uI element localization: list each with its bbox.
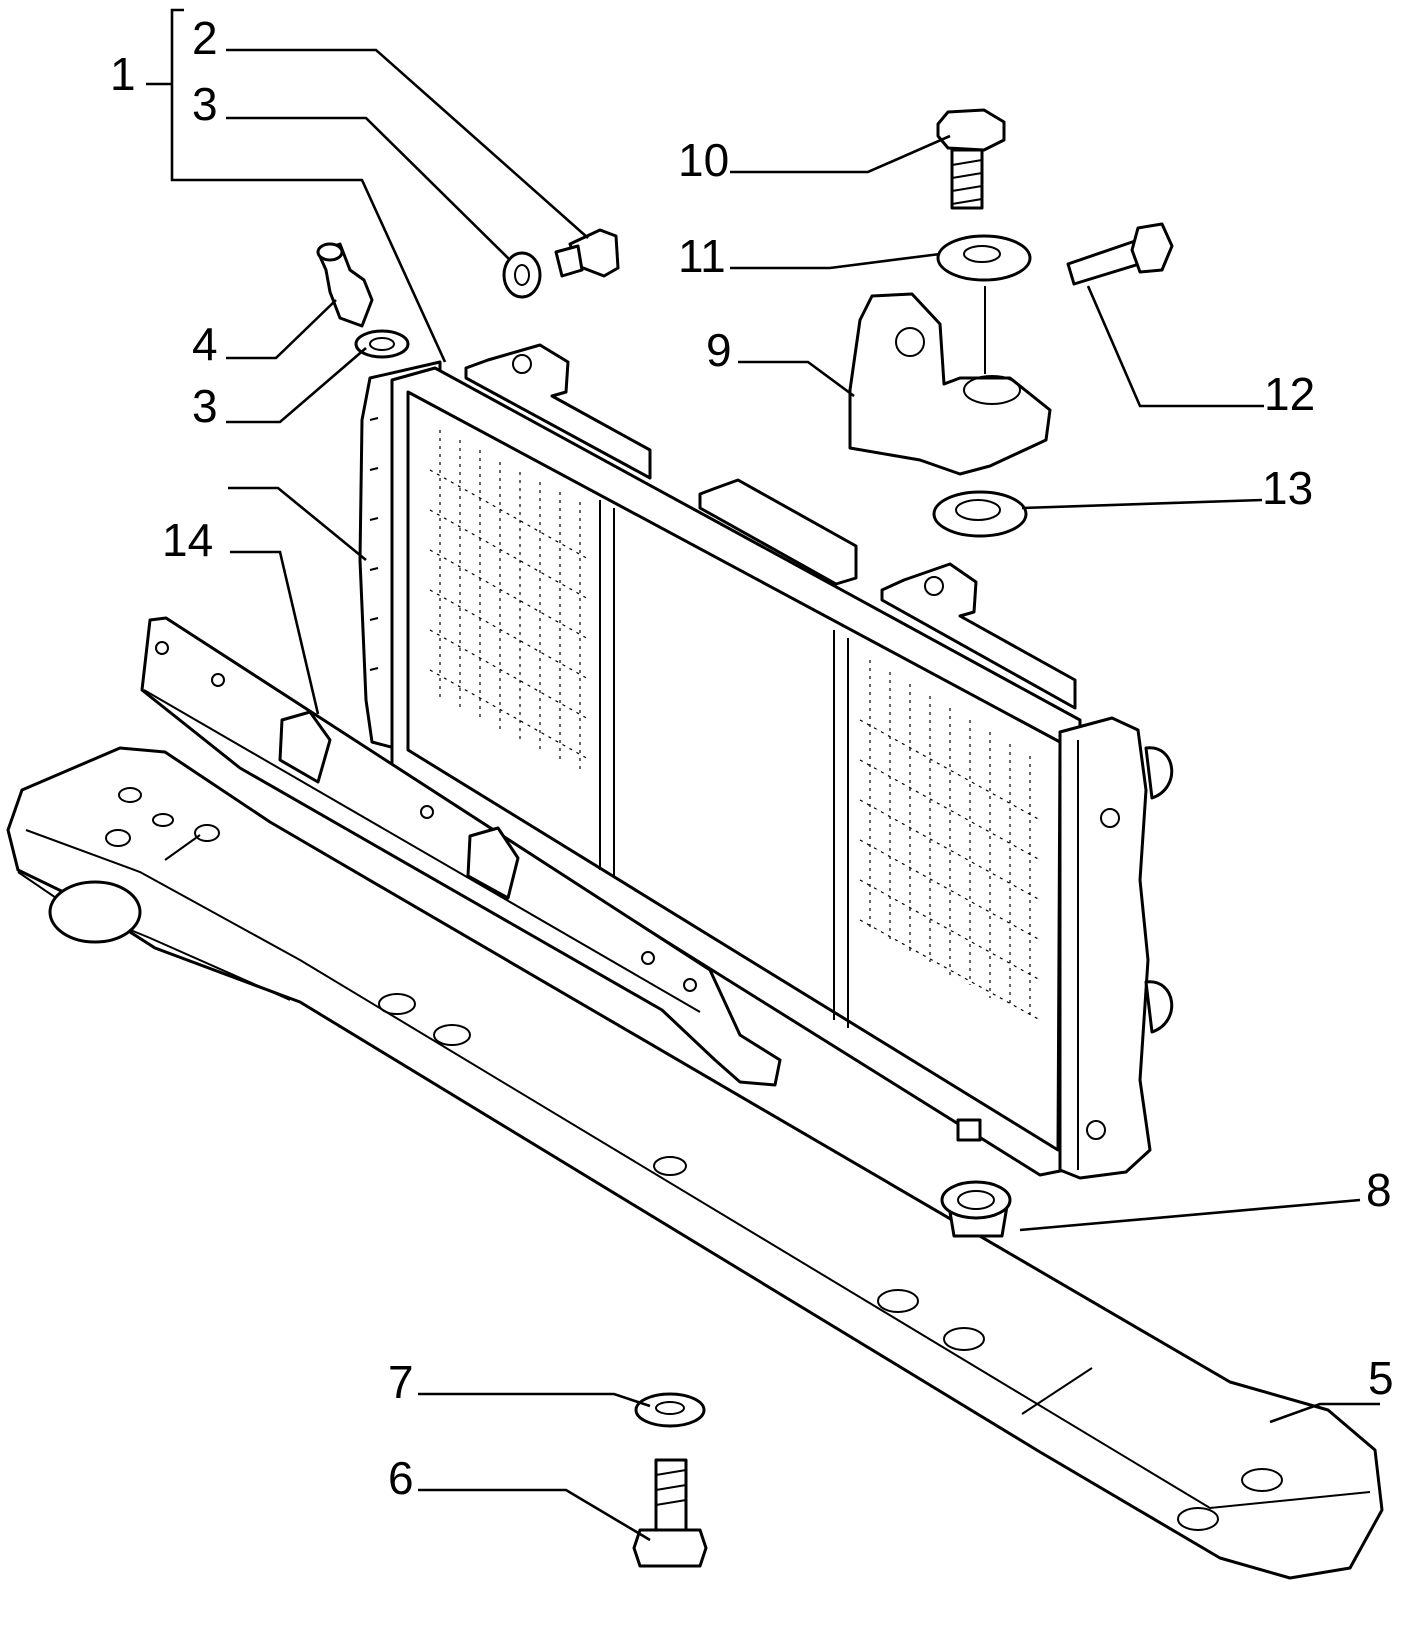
callout-14: 14 [162, 514, 213, 566]
washer-upper [502, 251, 542, 299]
callout-13: 13 [1262, 462, 1313, 514]
callout-2: 2 [192, 12, 218, 64]
callout-5: 5 [1368, 1352, 1394, 1404]
callout-9: 9 [706, 324, 732, 376]
bolt-side [1066, 222, 1174, 286]
radiator [358, 343, 1174, 1180]
callout-1: 1 [110, 48, 136, 100]
washer-lower [354, 329, 410, 359]
lock-washer [634, 1392, 706, 1428]
washer-11 [936, 234, 1032, 282]
callout-4: 4 [192, 318, 218, 370]
callout-labels: 1 2 3 3 4 5 6 7 8 9 10 11 12 13 14 [110, 12, 1394, 1504]
callout-7: 7 [388, 1356, 414, 1408]
cross-member [6, 746, 1384, 1580]
callout-12: 12 [1264, 368, 1315, 420]
plug [554, 228, 620, 278]
callout-10: 10 [678, 134, 729, 186]
grommet [940, 1180, 1012, 1238]
bolt-lower [632, 1458, 708, 1568]
bleed-screw [316, 242, 374, 328]
leader-lines [146, 8, 1380, 1542]
callout-8: 8 [1366, 1164, 1392, 1216]
lower-bar [140, 616, 782, 1087]
callout-3-lower: 3 [192, 380, 218, 432]
callout-3-upper: 3 [192, 78, 218, 130]
mounting-bracket [848, 286, 1052, 476]
callout-11: 11 [678, 230, 726, 282]
washer-13 [932, 490, 1028, 538]
callout-6: 6 [388, 1452, 414, 1504]
bolt-upper [936, 108, 1006, 210]
